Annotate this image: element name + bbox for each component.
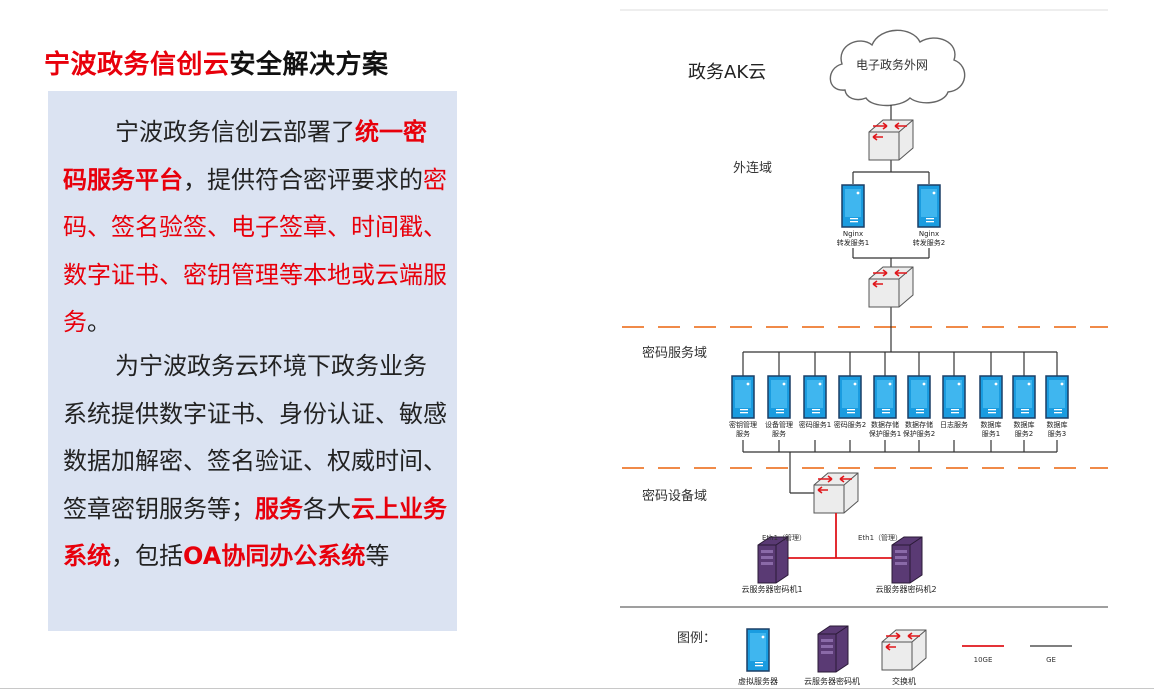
hsm-icon: [817, 625, 849, 673]
cloud-title: 政务AK云: [688, 62, 766, 83]
p1-highlight-services: 密码、签名验签、电子签章、时间戳、数字证书、密钥管理等本地或云端服务: [63, 165, 447, 337]
description-box: 宁波政务信创云部署了统一密码服务平台，提供符合密评要求的密码、签名验签、电子签章…: [48, 91, 457, 631]
p1-text-c: ，提供符合密评要求的: [183, 165, 423, 194]
p2-text-a: 为宁波政务云环境下政务业务系统提供数字证书、身份认证、敏感数据加解密、签名验证、…: [63, 352, 447, 523]
slide-title: 宁波政务信创云安全解决方案: [44, 44, 389, 81]
virtual-server-icon: [873, 375, 897, 419]
service-server-5-label: 数据存储保护服务1: [869, 420, 901, 438]
service-server-2: 设备管理服务: [765, 375, 793, 438]
service-server-9-label: 数据库服务2: [1014, 420, 1035, 438]
service-server-1-label: 密钥管理服务: [729, 420, 757, 438]
virtual-server-icon: [746, 628, 770, 672]
service-server-6: 数据存储保护服务2: [903, 375, 935, 438]
title-red-part: 宁波政务信创云: [44, 50, 230, 80]
switch-icon: [881, 629, 927, 671]
p2-text-g: 等: [365, 542, 390, 570]
zone-label-crypto-device: 密码设备域: [642, 488, 707, 504]
hsm-device-2: Eth1（管理） 云服务器密码机2: [858, 533, 937, 594]
switch-icon: [868, 119, 914, 161]
virtual-server-icon: [1045, 375, 1069, 419]
virtual-server-icon: [942, 375, 966, 419]
virtual-server-icon: [979, 375, 1003, 419]
switch-icon: [813, 472, 859, 514]
page-bottom-divider: [0, 688, 1154, 689]
p2-highlight-service: 服务: [255, 494, 303, 523]
eth-label-2: Eth1（管理）: [858, 533, 902, 542]
internet-cloud: 电子政务外网: [829, 29, 966, 107]
hsm-label-2: 云服务器密码机2: [875, 584, 936, 594]
p2-highlight-oa: OA协同办公系统: [183, 542, 366, 570]
service-server-1: 密钥管理服务: [729, 375, 757, 438]
hsm-label-1: 云服务器密码机1: [741, 584, 802, 594]
service-server-4: 密码服务2: [834, 375, 866, 429]
legend-10ge: 10GE: [974, 656, 993, 664]
service-server-2-label: 设备管理服务: [765, 420, 793, 438]
service-server-10: 数据库服务3: [1045, 375, 1069, 438]
virtual-server-icon: [907, 375, 931, 419]
eth-label-1: Eth1（管理）: [762, 533, 806, 542]
virtual-server-icon: [917, 184, 941, 228]
service-server-8-label: 数据库服务1: [981, 420, 1002, 438]
p1-highlight-platform: 统一密码服务平台: [63, 118, 427, 194]
p1-text-e: 。: [87, 308, 111, 336]
legend: 图例： 虚拟服务器 云服务器密码机 交换机 10GE GE: [677, 625, 1072, 686]
p2-text-c: 各大: [303, 494, 351, 523]
paragraph-1: 宁波政务信创云部署了统一密码服务平台，提供符合密评要求的密码、签名验签、电子签章…: [63, 109, 448, 347]
switch-icon: [868, 266, 914, 308]
title-black-part: 安全解决方案: [229, 50, 389, 80]
hsm-icon: [757, 536, 789, 584]
hsm-icon: [891, 536, 923, 584]
legend-title: 图例：: [677, 631, 716, 646]
hsm-device-1: Eth1（管理） 云服务器密码机1: [741, 533, 806, 594]
service-server-9: 数据库服务2: [1012, 375, 1036, 438]
service-server-8: 数据库服务1: [979, 375, 1003, 438]
service-server-6-label: 数据存储保护服务2: [903, 420, 935, 438]
zone-label-crypto-service: 密码服务域: [642, 345, 707, 361]
p2-text-e: ，包括: [111, 542, 183, 570]
service-server-10-label: 数据库服务3: [1047, 420, 1068, 438]
legend-virtual-server: 虚拟服务器: [738, 676, 778, 686]
legend-hsm: 云服务器密码机: [804, 676, 860, 686]
virtual-server-icon: [838, 375, 862, 419]
legend-switch: 交换机: [892, 676, 916, 686]
paragraph-2: 为宁波政务云环境下政务业务系统提供数字证书、身份认证、敏感数据加解密、签名验证、…: [63, 343, 448, 581]
service-server-5: 数据存储保护服务1: [869, 375, 901, 438]
p2-highlight-cloud-systems: 云上业务系统: [63, 494, 447, 571]
legend-ge: GE: [1046, 656, 1056, 664]
virtual-server-icon: [803, 375, 827, 419]
virtual-server-icon: [1012, 375, 1036, 419]
service-server-7: 日志服务: [940, 375, 968, 429]
virtual-server-icon: [841, 184, 865, 228]
service-server-3: 密码服务1: [799, 375, 831, 429]
zone-label-outer: 外连域: [733, 160, 772, 176]
service-server-7-label: 日志服务: [940, 420, 968, 429]
p1-text-a: 宁波政务信创云部署了: [115, 118, 355, 146]
virtual-server-icon: [731, 375, 755, 419]
virtual-server-icon: [767, 375, 791, 419]
service-server-3-label: 密码服务1: [799, 420, 831, 429]
service-server-4-label: 密码服务2: [834, 420, 866, 429]
internet-label: 电子政务外网: [856, 57, 928, 72]
